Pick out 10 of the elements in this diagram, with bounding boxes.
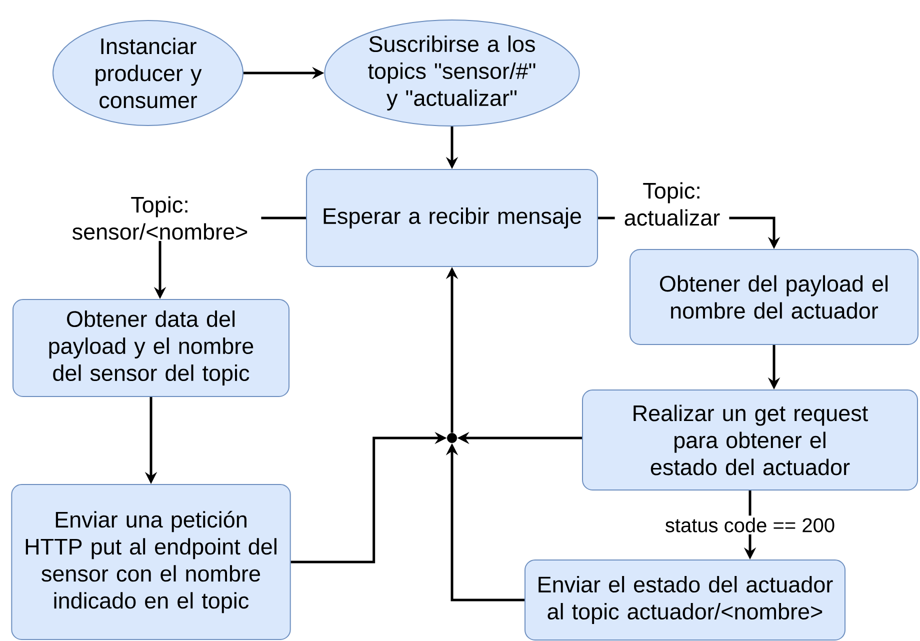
process-box: Esperar a recibir mensaje bbox=[306, 169, 598, 267]
junction-dot bbox=[447, 433, 457, 443]
process-box: Enviar una petición HTTP put al endpoint del sensor con el nombre indicado en el topic bbox=[11, 484, 291, 640]
topic-label: Topic: sensor/<nombre> bbox=[72, 196, 248, 240]
process-box: Realizar un get request para obtener el estado del actuador bbox=[582, 390, 918, 490]
topic-label: Topic: actualizar bbox=[624, 182, 720, 226]
process-box: Obtener del payload el nombre del actuador bbox=[630, 249, 918, 345]
edge-label: status code == 200 bbox=[662, 516, 838, 534]
process-box: Enviar el estado del actuador al topic actuador/<nombre> bbox=[524, 560, 846, 640]
process-box: Obtener data del payload y el nombre del sensor del topic bbox=[12, 299, 290, 397]
